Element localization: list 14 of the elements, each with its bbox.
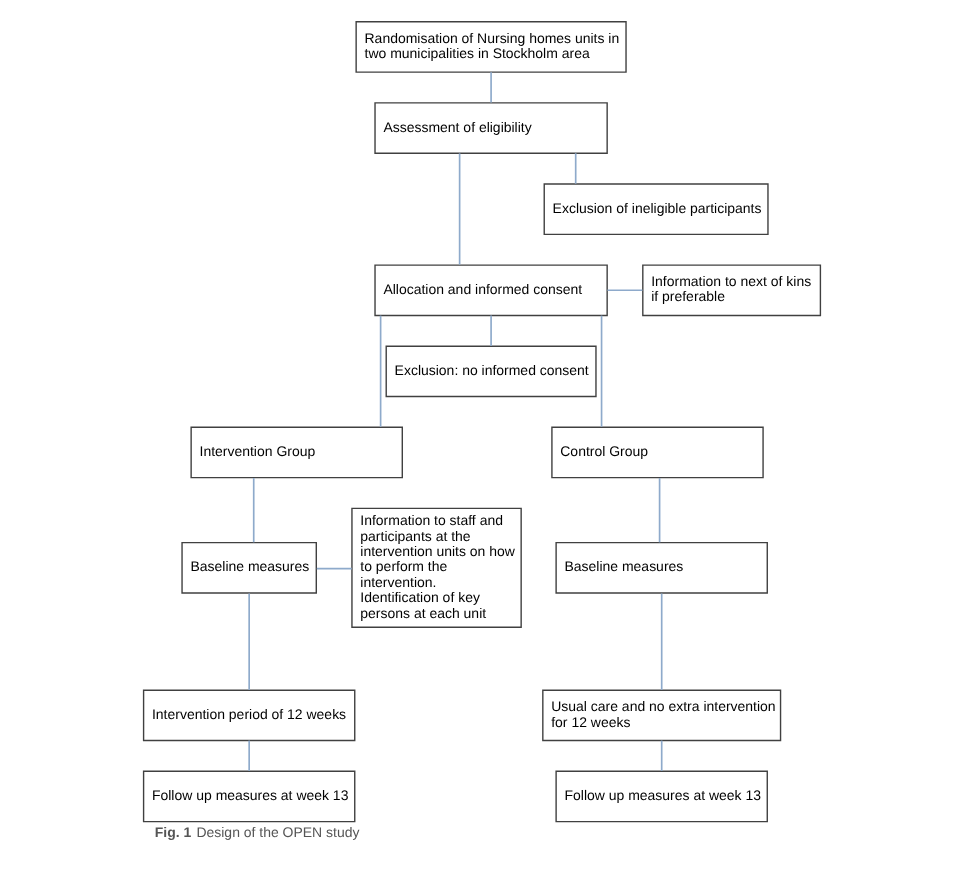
connector xyxy=(251,477,254,544)
connector xyxy=(573,152,576,185)
connector xyxy=(489,314,491,347)
connector xyxy=(659,592,662,691)
connector xyxy=(378,314,381,428)
connector xyxy=(657,477,660,544)
connector xyxy=(457,152,460,266)
connector xyxy=(599,314,602,428)
connector xyxy=(247,592,249,691)
connector xyxy=(315,567,352,570)
connector xyxy=(489,71,491,104)
connector xyxy=(605,289,643,292)
connector xyxy=(659,739,662,772)
connector xyxy=(247,739,249,772)
